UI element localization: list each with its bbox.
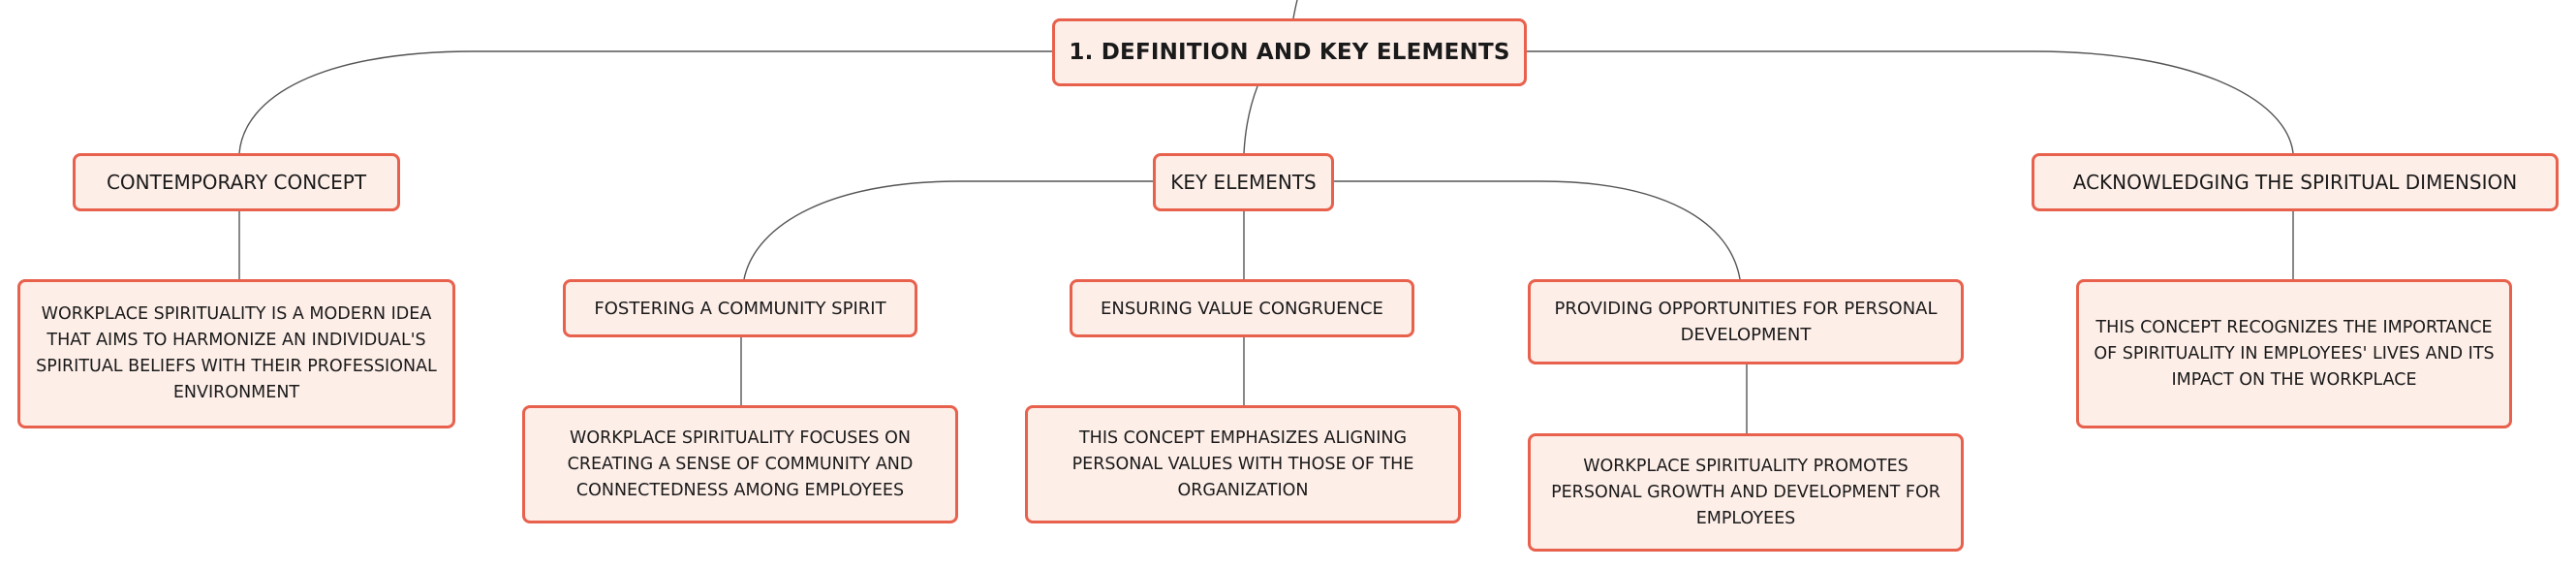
connector-key-fostering	[743, 180, 1153, 280]
key-elements-node[interactable]: KEY ELEMENTS	[1153, 153, 1334, 211]
fostering-community-node[interactable]: FOSTERING A COMMUNITY SPIRIT	[563, 279, 917, 337]
personal-development-node[interactable]: PROVIDING OPPORTUNITIES FOR PERSONAL DEV…	[1528, 279, 1964, 364]
spiritual-dimension-node[interactable]: ACKNOWLEDGING THE SPIRITUAL DIMENSION	[2032, 153, 2559, 211]
connector-root-spiritual	[1527, 50, 2294, 154]
personal-development-label: PROVIDING OPPORTUNITIES FOR PERSONAL DEV…	[1554, 299, 1938, 345]
contemporary-concept-label: CONTEMPORARY CONCEPT	[106, 171, 367, 194]
key-elements-label: KEY ELEMENTS	[1170, 171, 1317, 194]
spiritual-dimension-label: ACKNOWLEDGING THE SPIRITUAL DIMENSION	[2072, 171, 2518, 194]
personal-development-detail-node[interactable]: WORKPLACE SPIRITUALITY PROMOTES PERSONAL…	[1528, 433, 1964, 552]
contemporary-concept-node[interactable]: CONTEMPORARY CONCEPT	[73, 153, 400, 211]
connector-root-contemporary	[238, 50, 1052, 154]
personal-development-detail-text: WORKPLACE SPIRITUALITY PROMOTES PERSONAL…	[1551, 456, 1940, 528]
root-topic-label: 1. DEFINITION AND KEY ELEMENTS	[1069, 40, 1510, 65]
fostering-community-detail-node[interactable]: WORKPLACE SPIRITUALITY FOCUSES ON CREATI…	[522, 405, 958, 523]
connector-key-providing	[1334, 180, 1741, 280]
root-topic-node[interactable]: 1. DEFINITION AND KEY ELEMENTS	[1052, 18, 1527, 86]
spiritual-dimension-detail-node[interactable]: THIS CONCEPT RECOGNIZES THE IMPORTANCE O…	[2076, 279, 2512, 428]
value-congruence-label: ENSURING VALUE CONGRUENCE	[1101, 298, 1383, 319]
value-congruence-node[interactable]: ENSURING VALUE CONGRUENCE	[1070, 279, 1414, 337]
value-congruence-detail-text: THIS CONCEPT EMPHASIZES ALIGNING PERSONA…	[1071, 428, 1414, 500]
contemporary-concept-detail-text: WORKPLACE SPIRITUALITY IS A MODERN IDEA …	[36, 304, 437, 402]
spiritual-dimension-detail-text: THIS CONCEPT RECOGNIZES THE IMPORTANCE O…	[2094, 317, 2495, 390]
contemporary-concept-detail-node[interactable]: WORKPLACE SPIRITUALITY IS A MODERN IDEA …	[17, 279, 455, 428]
fostering-community-detail-text: WORKPLACE SPIRITUALITY FOCUSES ON CREATI…	[567, 428, 914, 500]
fostering-community-label: FOSTERING A COMMUNITY SPIRIT	[594, 298, 886, 319]
value-congruence-detail-node[interactable]: THIS CONCEPT EMPHASIZES ALIGNING PERSONA…	[1025, 405, 1461, 523]
connector-root-key-elements	[1243, 85, 1258, 154]
connector-root-parent	[1292, 0, 1298, 19]
